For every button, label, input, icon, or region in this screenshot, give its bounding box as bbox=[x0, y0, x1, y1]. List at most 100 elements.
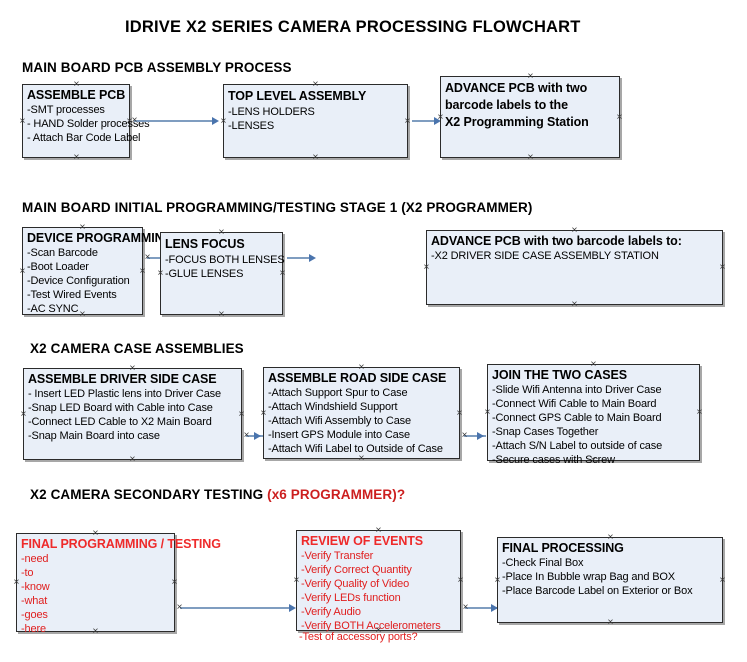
connector-arrowhead bbox=[254, 431, 261, 440]
node-final-processing[interactable]: FINAL PROCESSING -Check Final Box -Place… bbox=[497, 537, 723, 623]
resize-handle-bottom[interactable] bbox=[570, 300, 579, 309]
node-item: -Scan Barcode bbox=[27, 247, 98, 259]
node-final-programming-testing[interactable]: FINAL PROGRAMMING / TESTING -need -to -k… bbox=[16, 533, 221, 635]
node-item: -Verify BOTH Accelerometers bbox=[301, 620, 441, 632]
connector-road-case-to-join-cases bbox=[464, 435, 486, 437]
node-item: -Verify Audio bbox=[301, 606, 361, 618]
resize-handle-right[interactable] bbox=[170, 578, 179, 587]
resize-handle-right[interactable] bbox=[138, 267, 147, 276]
node-header: DEVICE PROGRAMMING bbox=[27, 231, 174, 245]
node-item: -Attach S/N Label to outside of case bbox=[492, 440, 663, 452]
resize-handle-left[interactable] bbox=[12, 578, 21, 587]
resize-handle-bottom[interactable] bbox=[606, 618, 615, 627]
node-device-programming[interactable]: DEVICE PROGRAMMING -Scan Barcode -Boot L… bbox=[22, 227, 174, 315]
node-item: -Connect Wifi Cable to Main Board bbox=[492, 398, 657, 410]
node-item: -know bbox=[21, 581, 50, 593]
node-item: -Boot Loader bbox=[27, 261, 89, 273]
node-header: TOP LEVEL ASSEMBLY bbox=[228, 89, 367, 103]
connector-endpoint-marker[interactable] bbox=[175, 603, 184, 612]
resize-handle-bottom[interactable] bbox=[217, 310, 226, 319]
node-items: -Slide Wifi Antenna into Driver Case -Co… bbox=[492, 383, 695, 467]
node-item: - HAND Solder processes bbox=[27, 118, 150, 130]
resize-handle-left[interactable] bbox=[156, 269, 165, 278]
node-items: - Insert LED Plastic lens into Driver Ca… bbox=[28, 387, 237, 443]
node-item: - Insert LED Plastic lens into Driver Ca… bbox=[28, 388, 221, 400]
resize-handle-left[interactable] bbox=[219, 117, 228, 126]
resize-handle-right[interactable] bbox=[718, 263, 727, 272]
connector-lens-focus-to-advance-pcb bbox=[287, 257, 313, 259]
node-item: -Connect GPS Cable to Main Board bbox=[492, 412, 662, 424]
node-header: LENS FOCUS bbox=[165, 237, 245, 251]
node-review-of-events[interactable]: REVIEW OF EVENTS -Verify Transfer -Verif… bbox=[296, 530, 461, 632]
node-assemble-pcb[interactable]: ASSEMBLE PCB -SMT processes - HAND Solde… bbox=[22, 84, 150, 158]
connector-endpoint-marker[interactable] bbox=[242, 431, 251, 440]
section-heading-x2-camera-case-assemblies: X2 CAMERA CASE ASSEMBLIES bbox=[30, 341, 244, 356]
resize-handle-left[interactable] bbox=[259, 409, 268, 418]
resize-handle-left[interactable] bbox=[18, 267, 27, 276]
node-item: -SMT processes bbox=[27, 104, 105, 116]
node-item: -Snap Cases Together bbox=[492, 426, 599, 438]
resize-handle-bottom[interactable] bbox=[128, 455, 137, 464]
node-lens-focus[interactable]: LENS FOCUS -FOCUS BOTH LENSES -GLUE LENS… bbox=[160, 232, 285, 315]
node-assemble-driver-side-case[interactable]: ASSEMBLE DRIVER SIDE CASE - Insert LED P… bbox=[23, 368, 242, 460]
connector-arrowhead bbox=[477, 431, 484, 440]
node-header: FINAL PROCESSING bbox=[502, 541, 624, 555]
node-item: -Slide Wifi Antenna into Driver Case bbox=[492, 384, 662, 396]
resize-handle-bottom[interactable] bbox=[526, 153, 535, 162]
resize-handle-left[interactable] bbox=[292, 576, 301, 585]
node-item: -LENSES bbox=[228, 120, 275, 132]
node-item: -AC SYNC bbox=[27, 303, 79, 315]
connector-endpoint-marker[interactable] bbox=[460, 431, 469, 440]
node-header: ADVANCE PCB with two bbox=[445, 81, 588, 95]
node-line-2: barcode labels to the bbox=[445, 98, 568, 112]
resize-handle-left[interactable] bbox=[18, 117, 27, 126]
node-items: -Check Final Box -Place In Bubble wrap B… bbox=[502, 556, 718, 598]
node-item: -Verify Quality of Video bbox=[301, 578, 410, 590]
node-top-level-assembly[interactable]: TOP LEVEL ASSEMBLY -LENS HOLDERS -LENSES bbox=[223, 84, 408, 158]
node-line-3: X2 Programming Station bbox=[445, 115, 589, 129]
resize-handle-right[interactable] bbox=[718, 576, 727, 585]
node-advance-pcb-programming-station[interactable]: ADVANCE PCB with two barcode labels to t… bbox=[440, 76, 620, 158]
connector-endpoint-marker[interactable] bbox=[461, 603, 470, 612]
resize-handle-left[interactable] bbox=[483, 408, 492, 417]
node-join-the-two-cases[interactable]: JOIN THE TWO CASES -Slide Wifi Antenna i… bbox=[487, 364, 700, 466]
section-heading-main-board-initial-programming: MAIN BOARD INITIAL PROGRAMMING/TESTING S… bbox=[22, 200, 533, 215]
node-items: -SMT processes - HAND Solder processes -… bbox=[27, 103, 150, 145]
node-assemble-road-side-case[interactable]: ASSEMBLE ROAD SIDE CASE -Attach Support … bbox=[263, 367, 460, 459]
node-items: -FOCUS BOTH LENSES -GLUE LENSES bbox=[165, 253, 285, 281]
resize-handle-left[interactable] bbox=[19, 410, 28, 419]
node-item: -Verify Correct Quantity bbox=[301, 564, 412, 576]
node-header: ASSEMBLE ROAD SIDE CASE bbox=[268, 371, 447, 385]
resize-handle-right[interactable] bbox=[278, 269, 287, 278]
node-item: -Place In Bubble wrap Bag and BOX bbox=[502, 571, 675, 583]
connector-arrowhead bbox=[212, 116, 219, 125]
connector-endpoint-marker[interactable] bbox=[130, 116, 139, 125]
node-advance-pcb-driver-side-station[interactable]: ADVANCE PCB with two barcode labels to: … bbox=[426, 230, 723, 305]
node-item: -to bbox=[21, 567, 34, 579]
resize-handle-bottom[interactable] bbox=[72, 153, 81, 162]
node-item: -FOCUS BOTH LENSES bbox=[165, 254, 285, 266]
connector-endpoint-marker[interactable] bbox=[143, 253, 152, 262]
node-item: -Place Barcode Label on Exterior or Box bbox=[502, 585, 693, 597]
node-item: -goes bbox=[21, 609, 48, 621]
resize-handle-left[interactable] bbox=[493, 576, 502, 585]
node-item: -LENS HOLDERS bbox=[228, 106, 315, 118]
resize-handle-bottom[interactable] bbox=[311, 153, 320, 162]
node-items: -need -to -know -what -goes -here bbox=[21, 552, 170, 636]
resize-handle-right[interactable] bbox=[455, 409, 464, 418]
node-item: -X2 DRIVER SIDE CASE ASSEMBLY STATION bbox=[431, 250, 659, 262]
node-item: -here bbox=[21, 623, 46, 635]
resize-handle-right[interactable] bbox=[615, 113, 624, 122]
connector-assemble-pcb-to-top-level bbox=[134, 120, 216, 122]
node-items: -X2 DRIVER SIDE CASE ASSEMBLY STATION bbox=[431, 249, 718, 263]
resize-handle-right[interactable] bbox=[237, 410, 246, 419]
section-heading-x2-camera-secondary-testing: X2 CAMERA SECONDARY TESTING (x6 PROGRAMM… bbox=[30, 487, 405, 502]
node-item: -Snap Main Board into case bbox=[28, 430, 160, 442]
resize-handle-left[interactable] bbox=[422, 263, 431, 272]
node-items: -LENS HOLDERS -LENSES bbox=[228, 105, 403, 133]
node-item: -Device Configuration bbox=[27, 275, 130, 287]
resize-handle-right[interactable] bbox=[403, 117, 412, 126]
resize-handle-right[interactable] bbox=[695, 408, 704, 417]
resize-handle-right[interactable] bbox=[456, 576, 465, 585]
node-item: -Attach Wifi Assembly to Case bbox=[268, 415, 411, 427]
